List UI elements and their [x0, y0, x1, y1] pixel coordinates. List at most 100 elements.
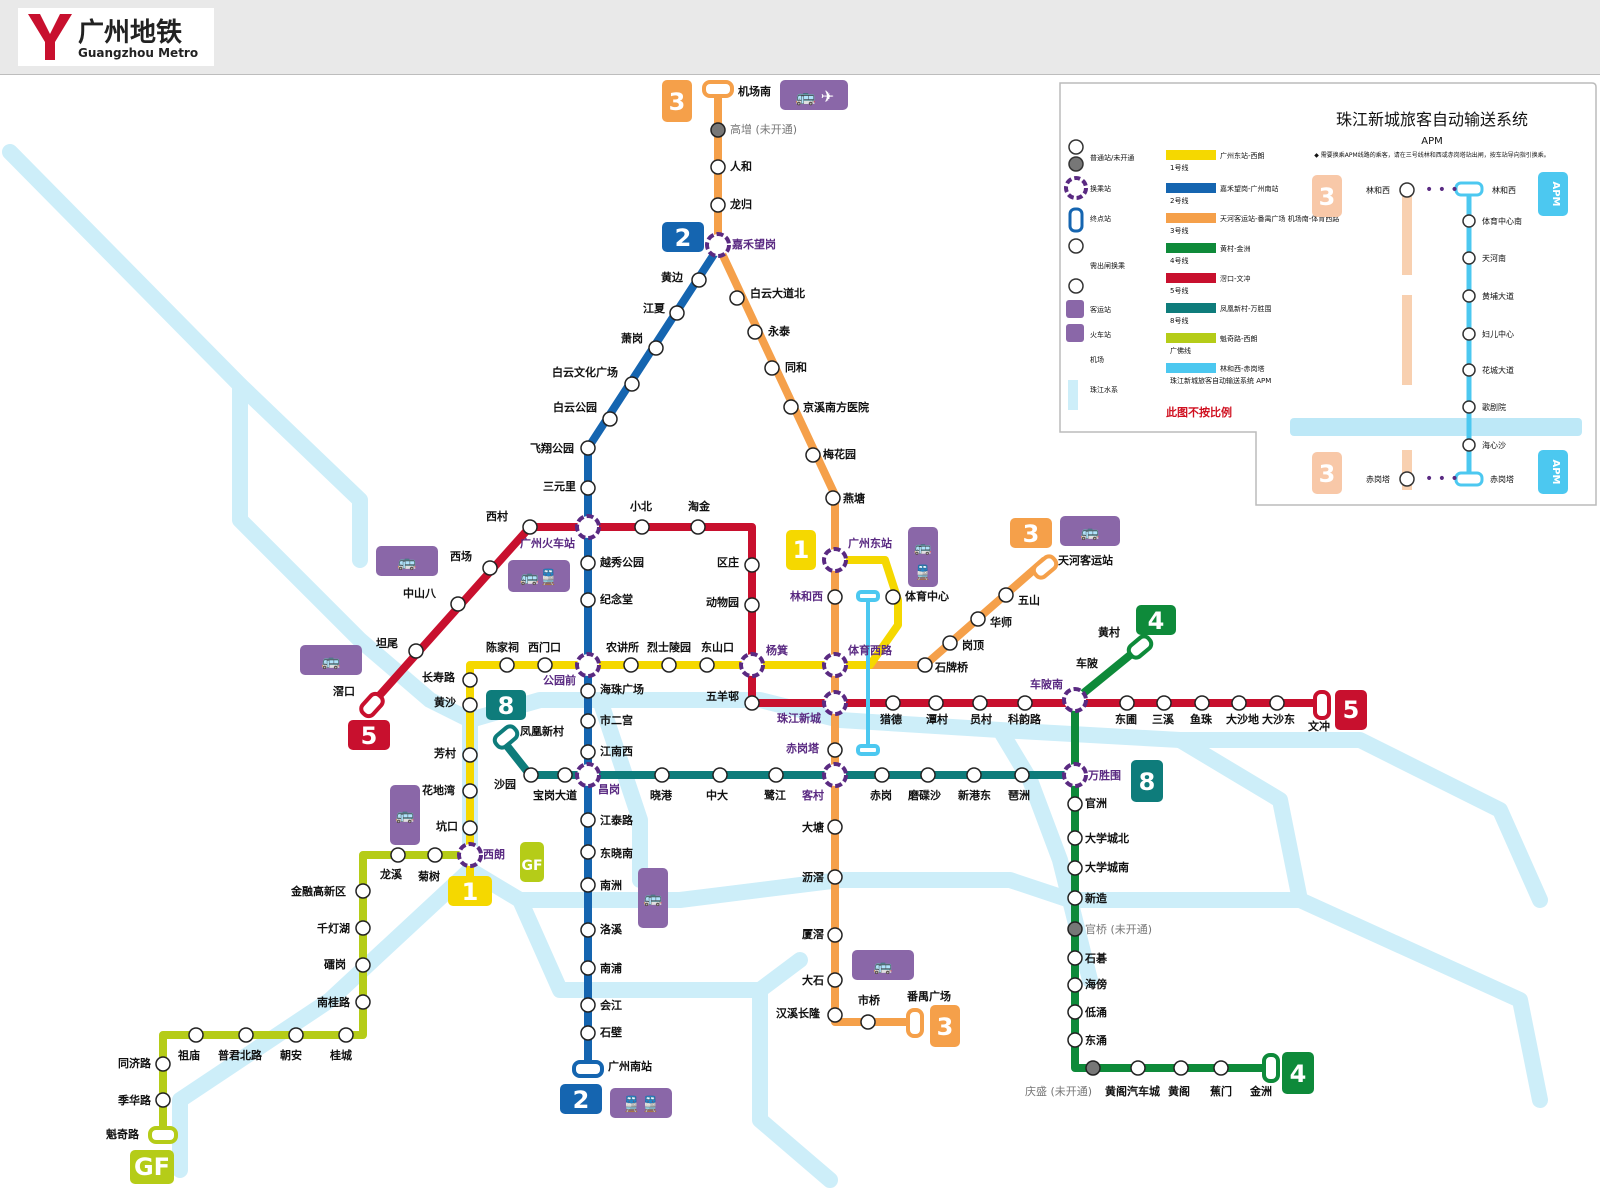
interchange-station-marker[interactable]: [705, 232, 731, 258]
terminus-kuiqilu[interactable]: [148, 1126, 178, 1144]
station-marker[interactable]: [1067, 950, 1083, 966]
station-marker[interactable]: [1067, 977, 1083, 993]
station-marker[interactable]: [580, 744, 596, 760]
station-marker[interactable]: [623, 657, 639, 673]
terminus-panyu-square[interactable]: [906, 1008, 924, 1038]
station-marker[interactable]: [1194, 695, 1210, 711]
station-marker[interactable]: [768, 767, 784, 783]
station-marker[interactable]: [580, 812, 596, 828]
station-marker[interactable]: [355, 994, 371, 1010]
interchange-station-marker[interactable]: [575, 514, 601, 540]
station-marker[interactable]: [580, 844, 596, 860]
station-marker[interactable]: [827, 819, 843, 835]
station-marker[interactable]: [827, 972, 843, 988]
station-marker[interactable]: [499, 657, 515, 673]
station-marker[interactable]: [355, 883, 371, 899]
terminus-wenchong[interactable]: [1313, 690, 1331, 720]
station-marker[interactable]: [355, 957, 371, 973]
station-marker[interactable]: [624, 376, 640, 392]
interchange-station-marker[interactable]: [575, 652, 601, 678]
station-marker[interactable]: [874, 767, 890, 783]
station-marker[interactable]: [523, 767, 539, 783]
station-marker[interactable]: [1067, 830, 1083, 846]
station-marker[interactable]: [744, 695, 760, 711]
station-marker[interactable]: [1067, 796, 1083, 812]
station-marker[interactable]: [288, 1027, 304, 1043]
station-marker[interactable]: [155, 1056, 171, 1072]
station-marker[interactable]: [188, 1027, 204, 1043]
unopened-station-marker[interactable]: [1085, 1060, 1101, 1076]
station-marker[interactable]: [1017, 695, 1033, 711]
station-marker[interactable]: [970, 611, 986, 627]
station-marker[interactable]: [634, 519, 650, 535]
station-marker[interactable]: [580, 1025, 596, 1041]
station-marker[interactable]: [825, 490, 841, 506]
station-marker[interactable]: [669, 305, 685, 321]
station-marker[interactable]: [557, 767, 573, 783]
station-marker[interactable]: [827, 742, 843, 758]
station-marker[interactable]: [238, 1027, 254, 1043]
station-marker[interactable]: [827, 927, 843, 943]
station-marker[interactable]: [648, 340, 664, 356]
station-marker[interactable]: [462, 697, 478, 713]
unopened-station-marker[interactable]: [1067, 921, 1083, 937]
station-marker[interactable]: [1269, 695, 1285, 711]
station-marker[interactable]: [580, 555, 596, 571]
interchange-station-marker[interactable]: [822, 762, 848, 788]
station-marker[interactable]: [580, 997, 596, 1013]
station-marker[interactable]: [427, 847, 443, 863]
station-marker[interactable]: [783, 399, 799, 415]
station-marker[interactable]: [1231, 695, 1247, 711]
station-marker[interactable]: [580, 480, 596, 496]
station-marker[interactable]: [747, 324, 763, 340]
station-marker[interactable]: [654, 767, 670, 783]
station-marker[interactable]: [580, 960, 596, 976]
station-marker[interactable]: [408, 643, 424, 659]
interchange-station-marker[interactable]: [822, 690, 848, 716]
station-marker[interactable]: [462, 672, 478, 688]
station-marker[interactable]: [942, 635, 958, 651]
station-marker[interactable]: [827, 869, 843, 885]
station-marker[interactable]: [602, 411, 618, 427]
station-marker[interactable]: [827, 589, 843, 605]
interchange-station-marker[interactable]: [1062, 687, 1088, 713]
station-marker[interactable]: [1213, 1060, 1229, 1076]
station-marker[interactable]: [1173, 1060, 1189, 1076]
interchange-station-marker[interactable]: [457, 842, 483, 868]
terminus-fenghuangxincun[interactable]: [492, 724, 520, 750]
station-marker[interactable]: [712, 767, 728, 783]
terminus-guangzhou-south[interactable]: [572, 1060, 604, 1078]
station-marker[interactable]: [580, 922, 596, 938]
station-marker[interactable]: [860, 1014, 876, 1030]
station-marker[interactable]: [710, 197, 726, 213]
station-marker[interactable]: [827, 1007, 843, 1023]
station-marker[interactable]: [690, 519, 706, 535]
station-marker[interactable]: [1130, 1060, 1146, 1076]
station-marker[interactable]: [729, 290, 745, 306]
station-marker[interactable]: [462, 747, 478, 763]
station-marker[interactable]: [1119, 695, 1135, 711]
station-marker[interactable]: [155, 1092, 171, 1108]
station-marker[interactable]: [805, 447, 821, 463]
station-marker[interactable]: [998, 587, 1014, 603]
interchange-station-marker[interactable]: [1062, 762, 1088, 788]
station-marker[interactable]: [920, 767, 936, 783]
interchange-station-marker[interactable]: [739, 652, 765, 678]
terminus-tianhe-coach[interactable]: [1031, 554, 1059, 580]
station-marker[interactable]: [390, 847, 406, 863]
station-marker[interactable]: [522, 519, 538, 535]
station-marker[interactable]: [744, 557, 760, 573]
station-marker[interactable]: [966, 767, 982, 783]
unopened-station-marker[interactable]: [710, 122, 726, 138]
station-marker[interactable]: [482, 560, 498, 576]
station-marker[interactable]: [744, 597, 760, 613]
station-marker[interactable]: [355, 920, 371, 936]
station-marker[interactable]: [1156, 695, 1172, 711]
station-marker[interactable]: [928, 695, 944, 711]
station-marker[interactable]: [537, 657, 553, 673]
station-marker[interactable]: [885, 589, 901, 605]
station-marker[interactable]: [661, 657, 677, 673]
station-marker[interactable]: [580, 877, 596, 893]
station-marker[interactable]: [1067, 860, 1083, 876]
station-marker[interactable]: [1067, 1004, 1083, 1020]
